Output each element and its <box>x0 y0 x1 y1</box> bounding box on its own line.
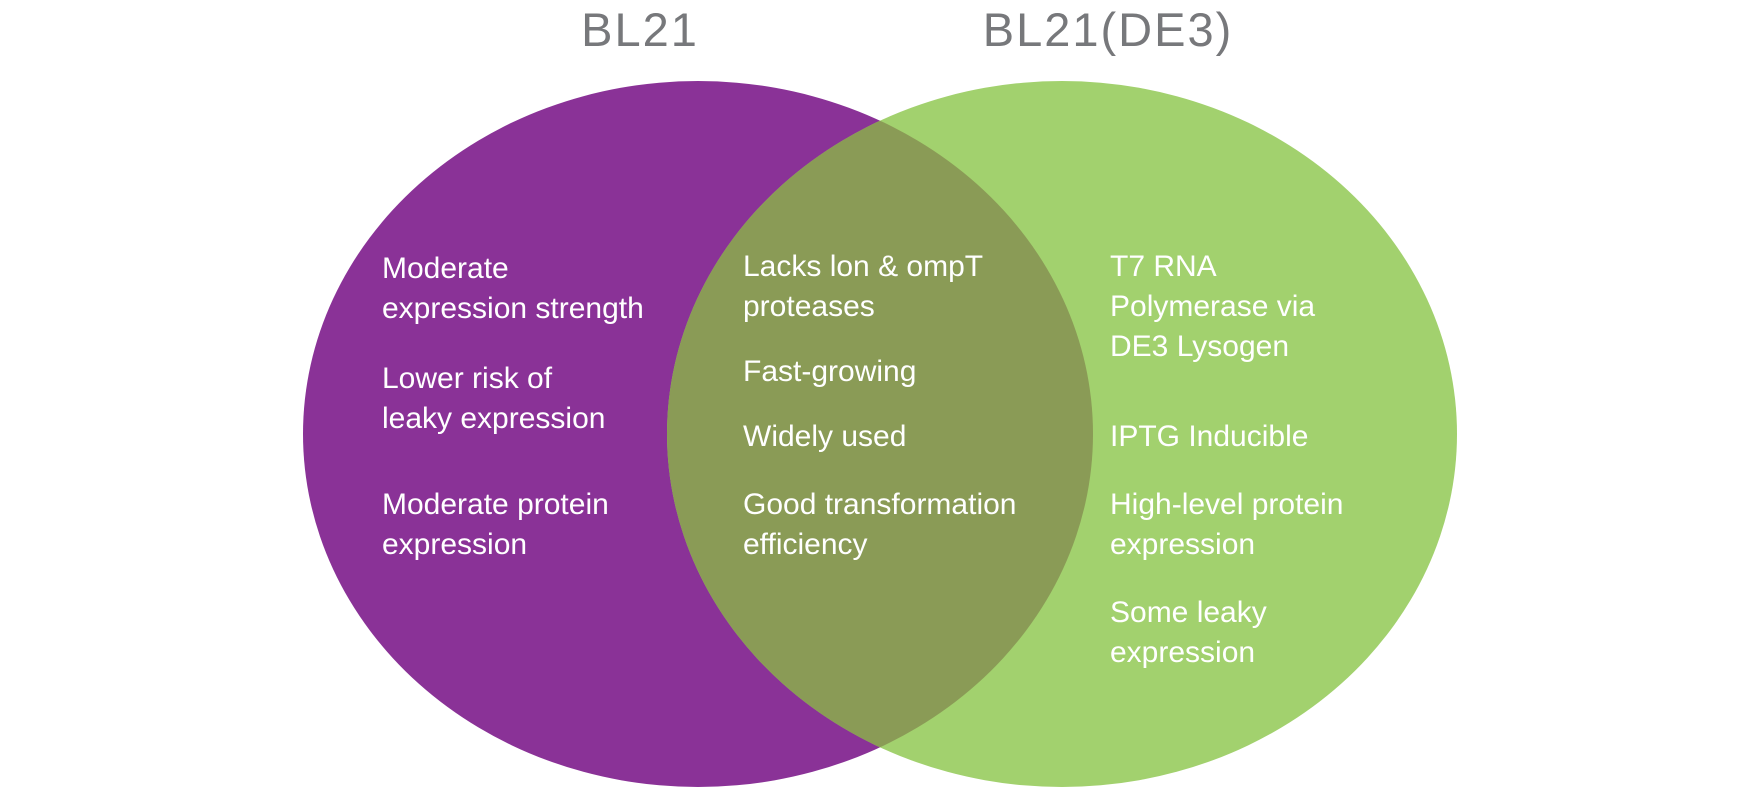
left-item-expression-strength: Moderate expression strength <box>382 252 644 325</box>
overlap-item-widely-used: Widely used <box>743 420 907 453</box>
overlap-item-proteases: Lacks lon & ompT proteases <box>743 250 984 323</box>
right-item-t7-polymerase: T7 RNA Polymerase via DE3 Lysogen <box>1110 250 1316 363</box>
left-circle-title: BL21 <box>581 3 699 56</box>
overlap-item-fast-growing: Fast-growing <box>743 355 917 388</box>
left-item-protein-expression: Moderate protein expression <box>382 488 609 561</box>
overlap-region <box>667 81 1093 787</box>
right-item-high-level-expression: High-level protein expression <box>1110 488 1344 561</box>
right-circle-title: BL21(DE3) <box>982 3 1234 56</box>
right-item-some-leaky-expression: Some leaky expression <box>1110 596 1267 669</box>
overlap-item-transformation-efficiency: Good transformation efficiency <box>743 488 1017 561</box>
right-item-iptg-inducible: IPTG Inducible <box>1110 420 1309 453</box>
left-item-leaky-risk: Lower risk of leaky expression <box>382 362 606 435</box>
